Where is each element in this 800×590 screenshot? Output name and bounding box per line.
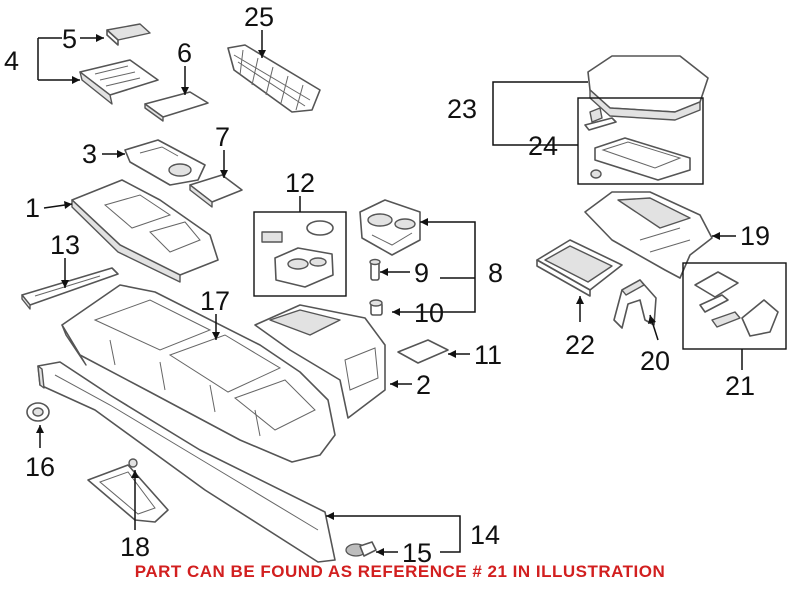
leader-arrowheads (36, 34, 720, 556)
part-10-clip (369, 299, 383, 316)
part-1-console-trim (71, 179, 219, 283)
part-6-lid (144, 91, 209, 122)
part-3-bezel (124, 139, 206, 186)
part-25-net-pocket (227, 44, 321, 113)
part-23-armrest (587, 55, 709, 121)
part-24-box (577, 97, 704, 185)
part-16-plug (26, 402, 50, 422)
callout-5: 5 (62, 24, 77, 54)
part-9-pin (369, 258, 381, 281)
part-12-box (253, 211, 347, 297)
callout-24: 24 (528, 131, 558, 161)
callout-22: 22 (565, 330, 595, 360)
part-17-main-console (61, 284, 336, 463)
part-13-strip (21, 267, 119, 310)
part-8-cup-holder (359, 199, 421, 256)
part-11-pad (397, 339, 449, 364)
callout-19: 19 (740, 221, 770, 251)
callout-8: 8 (488, 258, 503, 288)
callout-4: 4 (4, 46, 19, 76)
callout-16: 16 (25, 452, 55, 482)
part-4-tray (79, 59, 159, 105)
callout-14: 14 (470, 520, 500, 550)
callout-10: 10 (414, 298, 444, 328)
part-5-cover (106, 23, 151, 46)
callout-13: 13 (50, 230, 80, 260)
part-7-lid (189, 174, 243, 208)
callout-3: 3 (82, 139, 97, 169)
callout-7: 7 (215, 122, 230, 152)
callout-6: 6 (177, 38, 192, 68)
part-18-bracket (87, 458, 169, 523)
callout-2: 2 (416, 370, 431, 400)
part-19-storage-base (584, 191, 713, 279)
callout-15: 15 (402, 538, 432, 568)
callout-9: 9 (414, 258, 429, 288)
part-21-box (682, 262, 787, 350)
part-2-rear-console (254, 304, 386, 419)
callout-11: 11 (474, 340, 502, 370)
part-15-clip (345, 541, 377, 557)
callout-17: 17 (200, 286, 230, 316)
callout-18: 18 (120, 532, 150, 562)
part-22-tray (536, 239, 623, 297)
part-14-side-panel (37, 361, 336, 563)
callout-20: 20 (640, 346, 670, 376)
callout-1: 1 (25, 193, 40, 223)
callout-21: 21 (725, 371, 755, 401)
callout-25: 25 (244, 2, 274, 32)
reference-note: PART CAN BE FOUND AS REFERENCE # 21 IN I… (134, 562, 666, 581)
callout-12: 12 (285, 168, 315, 198)
callout-23: 23 (447, 94, 477, 124)
